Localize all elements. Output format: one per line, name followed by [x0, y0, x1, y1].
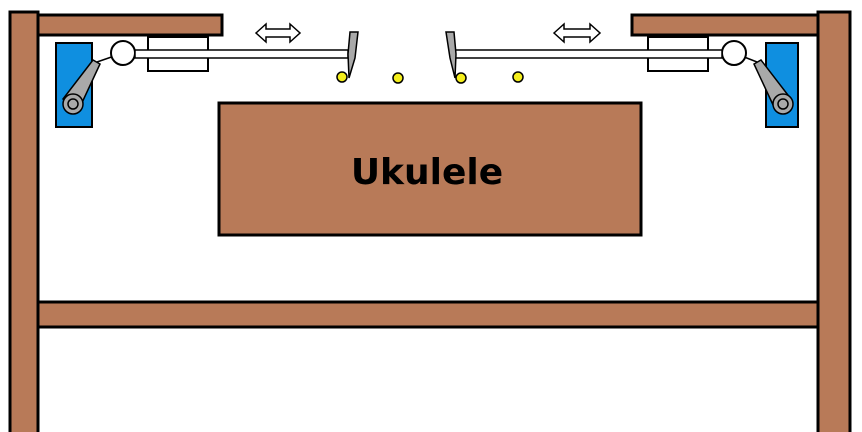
pivot-icon — [110, 40, 136, 66]
string-icon — [512, 71, 524, 83]
double-arrow-icon — [552, 22, 602, 44]
servo-horn-right — [753, 59, 794, 115]
pivot-icon — [721, 40, 747, 66]
hammer-icon — [347, 31, 359, 79]
right-post — [816, 10, 852, 432]
left-post — [8, 10, 40, 432]
hammer-icon — [445, 31, 457, 79]
string-icon — [392, 72, 404, 84]
ukulele-label: Ukulele — [351, 152, 503, 193]
servo-horn-left — [61, 59, 101, 115]
strings — [336, 71, 524, 84]
left-mechanism — [55, 22, 359, 128]
top-bracket-left — [36, 13, 224, 37]
slide-rod-right — [453, 49, 723, 59]
string-icon — [336, 71, 348, 83]
right-mechanism — [445, 22, 799, 128]
top-bracket-right — [630, 13, 820, 37]
string-icon — [455, 72, 467, 84]
ukulele-body — [217, 101, 643, 237]
bottom-shelf — [36, 300, 820, 329]
slide-rod-left — [134, 49, 349, 59]
double-arrow-icon — [254, 22, 302, 44]
